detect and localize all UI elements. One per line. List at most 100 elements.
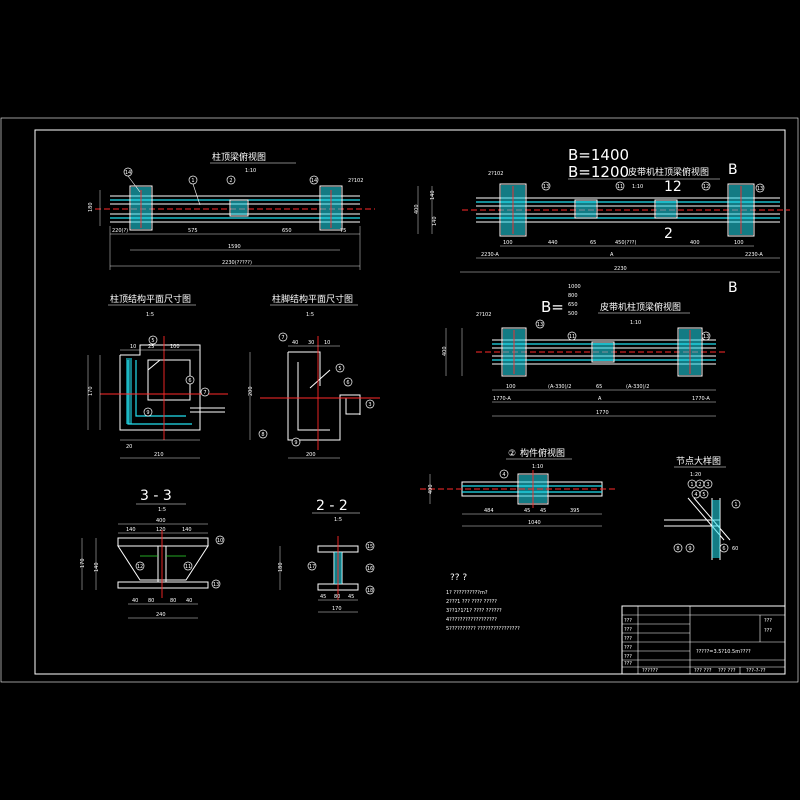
svg-text:13: 13: [703, 334, 709, 340]
svg-text:65: 65: [596, 384, 602, 390]
svg-text:170: 170: [80, 558, 86, 568]
svg-text:100: 100: [506, 384, 516, 390]
svg-text:180: 180: [88, 202, 94, 212]
belt-view-1-title: 皮带机柱顶梁俯视图: [628, 166, 709, 178]
svg-text:140: 140: [432, 216, 438, 226]
v2-dim-a: 440: [548, 240, 558, 246]
belt-view-1000: B= 1000 800 650 500 皮带机柱顶梁俯视图 1:10 2?102…: [442, 284, 726, 417]
svg-text:6: 6: [346, 380, 349, 386]
v1-dim-total: 2230(?????): [222, 260, 252, 266]
title-block: ??? ??? ??? ??? ??? ??? ?????? ??? ??? ?…: [621, 605, 786, 675]
svg-text:80: 80: [334, 594, 340, 600]
svg-text:5: 5: [151, 338, 154, 344]
v1-dim-c: 75: [340, 228, 346, 234]
svg-text:10: 10: [130, 344, 136, 350]
svg-text:25: 25: [148, 344, 154, 350]
tb-row-4: ???: [624, 645, 632, 651]
v3-dim-b: (A-330)/2: [626, 384, 649, 390]
sec33-bottom-dim: 240: [156, 612, 166, 618]
v2-dim-d: 100: [734, 240, 744, 246]
node-detail-title: 节点大样图: [676, 455, 721, 467]
belt-view-1-scale: 1:10: [632, 184, 643, 190]
tb-right-mid: ???: [764, 628, 772, 634]
svg-text:20: 20: [126, 444, 132, 450]
tb-row-6: ???: [624, 661, 632, 667]
b-val-2: 800: [568, 293, 578, 299]
svg-text:80: 80: [170, 598, 176, 604]
svg-text:11: 11: [617, 184, 623, 190]
tb-drawing-name: ?????=3.5?10.5m????: [696, 649, 751, 655]
svg-text:45: 45: [540, 508, 546, 514]
v1-dim-b: 650: [282, 228, 292, 234]
member-dim-b: 395: [570, 508, 580, 514]
svg-text:2: 2: [229, 178, 232, 184]
tb-row-3: ???: [624, 636, 632, 642]
b-height: 400: [414, 204, 420, 214]
svg-text:1: 1: [191, 178, 194, 184]
svg-text:80: 80: [148, 598, 154, 604]
svg-text:3: 3: [706, 482, 709, 488]
svg-text:7: 7: [203, 390, 206, 396]
v2-dim-e: A: [610, 252, 614, 258]
svg-text:15: 15: [367, 544, 373, 550]
svg-text:13: 13: [543, 184, 549, 190]
svg-text:200: 200: [248, 386, 254, 396]
notes-line-4: 4??????????????????: [446, 617, 497, 623]
svg-text:9: 9: [294, 440, 297, 446]
v3-dim-side-1: 1770-A: [493, 396, 511, 402]
svg-text:45: 45: [348, 594, 354, 600]
marker-b-2: B: [728, 280, 738, 296]
notes-line-5: 5?????????? ????????????????: [446, 626, 520, 632]
svg-text:6: 6: [722, 546, 725, 552]
v1-dim-mid: 1590: [228, 244, 241, 250]
svg-text:7: 7: [281, 335, 284, 341]
svg-text:400: 400: [442, 346, 448, 356]
notes-line-3: 3??1?1?1? ???? ??????: [446, 608, 502, 614]
b1400-label: B=1400: [568, 146, 629, 164]
b-val-4: 500: [568, 311, 578, 317]
notes-line-1: 1? ??????????m?: [446, 590, 488, 596]
svg-text:140: 140: [94, 562, 100, 572]
svg-text:45: 45: [524, 508, 530, 514]
svg-text:6: 6: [188, 378, 191, 384]
b1200-label: B=1200: [568, 163, 629, 181]
b-val-3: 650: [568, 302, 578, 308]
v2-dim-side-2: 2230-A: [745, 252, 763, 258]
belt-view-2-scale: 1:10: [630, 320, 641, 326]
svg-text:8: 8: [261, 432, 264, 438]
v2-dim-c: 400: [690, 240, 700, 246]
notes-block: ?? ? 1? ??????????m? 2???1 ??? ???? ????…: [446, 573, 520, 632]
svg-text:5: 5: [702, 492, 705, 498]
inner-frame: [34, 129, 786, 675]
outer-frame: [0, 117, 799, 683]
plan1-width: 210: [154, 452, 164, 458]
beam-top-view-title: 柱顶梁俯视图: [212, 151, 266, 163]
beam-top-view-scale: 1:10: [245, 168, 256, 174]
sec22-scale: 1:5: [334, 517, 342, 523]
svg-text:65: 65: [590, 240, 596, 246]
belt-view-1400: B=1400 B=1200 皮带机柱顶梁俯视图 1:10 B B 12 2 2?…: [414, 146, 790, 296]
svg-text:17: 17: [309, 564, 315, 570]
v3-dim-total: 1770: [596, 410, 609, 416]
b-eq-label: B=: [541, 298, 564, 316]
tb-bottom-2: ??? ???: [718, 668, 736, 674]
v1-dim-a: 575: [188, 228, 198, 234]
svg-text:3: 3: [368, 402, 371, 408]
svg-text:14: 14: [125, 170, 131, 176]
svg-text:170: 170: [88, 386, 94, 396]
svg-text:11: 11: [185, 564, 191, 570]
notes-heading: ?? ?: [450, 573, 467, 583]
marker-2: 2: [664, 226, 673, 242]
member-dim-total: 1040: [528, 520, 541, 526]
sec33-top-dim: 400: [156, 518, 166, 524]
svg-text:13: 13: [537, 322, 543, 328]
svg-text:18: 18: [367, 588, 373, 594]
svg-text:14: 14: [311, 178, 317, 184]
beam-top-view: 柱顶梁俯视图 1:10 14 1 2 14 2?102 180 220(?) 5…: [88, 151, 375, 270]
col-foot-plan-scale: 1:5: [306, 312, 314, 318]
